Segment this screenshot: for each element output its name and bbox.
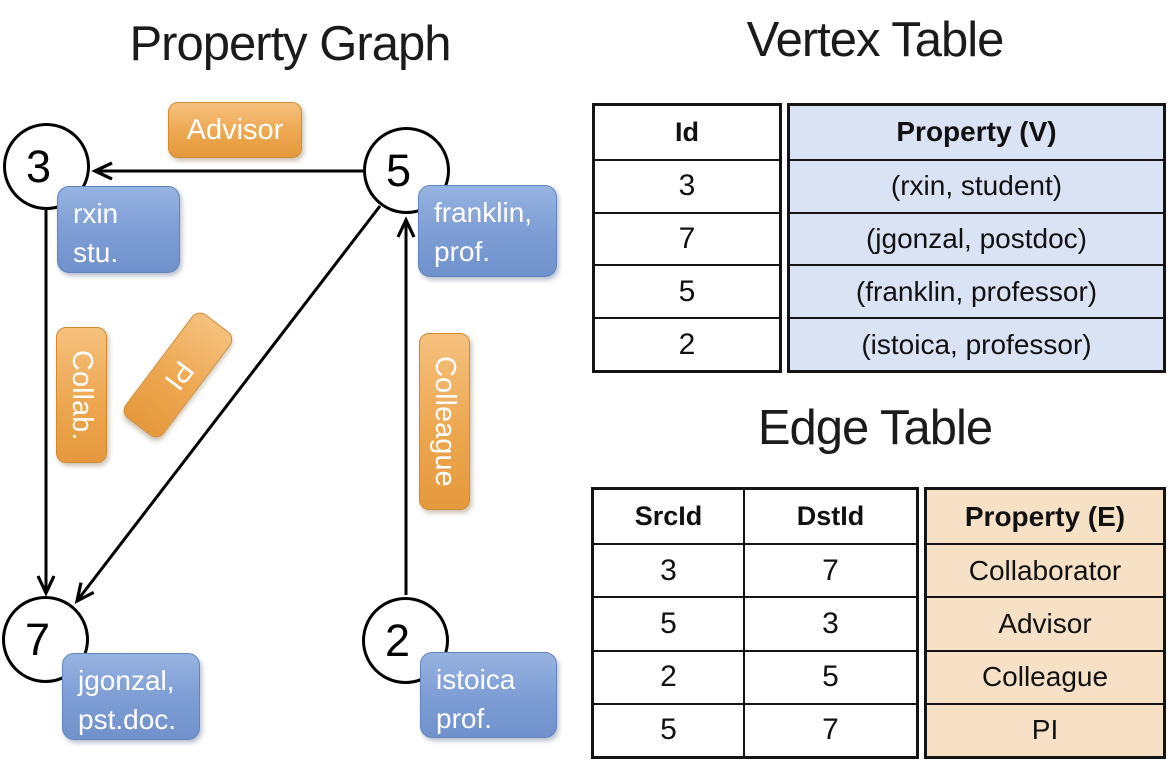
property-line: stu. (73, 236, 119, 268)
edge-table-title: Edge Table (757, 401, 993, 455)
edge-property-header: Property (E) (927, 490, 1163, 544)
edge-label-colleague: Colleague (419, 333, 470, 510)
edge-src-cell: 5 (594, 702, 743, 756)
property-line: franklin, (434, 197, 533, 228)
node-3-id: 3 (25, 140, 52, 192)
vertex-id-cell: 3 (595, 158, 779, 212)
edge-src-cell: 3 (594, 543, 743, 596)
edge-property-cell: PI (927, 702, 1163, 756)
edge-src-cell: 5 (594, 596, 743, 649)
edge-table-id-columns: SrcId DstId 3 7 5 3 2 5 5 7 (591, 487, 919, 759)
edge-label-advisor: Advisor (168, 102, 302, 158)
edge-src-header: SrcId (634, 501, 703, 532)
edge-pi-arrow (74, 205, 382, 604)
node-7-id: 7 (24, 613, 51, 665)
property-line: jgonzal, (78, 665, 175, 696)
property-line: prof. (434, 235, 491, 267)
node-7-property-box: jgonzal, pst.doc. (62, 653, 200, 740)
vertex-id-header: Id (675, 116, 699, 147)
vertex-property-cell: (jgonzal, postdoc) (790, 211, 1163, 265)
property-line: pst.doc. (78, 703, 177, 735)
node-3-property-box: rxin stu. (57, 186, 180, 273)
graph-edges (36, 161, 416, 604)
vertex-table-id-column: Id 3 7 5 2 (592, 103, 782, 373)
node-2: 2 (362, 597, 449, 684)
vertex-property-cell: (rxin, student) (790, 158, 1163, 212)
property-line: rxin (73, 198, 119, 229)
property-graph-title: Property Graph (129, 17, 452, 71)
edge-dst-cell: 5 (743, 649, 916, 703)
vertex-property-cell: (franklin, professor) (790, 264, 1163, 318)
edge-dst-cell: 7 (743, 543, 916, 597)
vertex-id-cell: 5 (595, 264, 779, 317)
property-line: prof. (436, 702, 493, 734)
edge-property-cell: Advisor (927, 596, 1163, 650)
edge-table-property-column: Property (E) Collaborator Advisor Collea… (924, 487, 1166, 759)
vertex-property-header: Property (V) (790, 106, 1163, 159)
property-line: istoica (436, 664, 516, 695)
edge-label-collab: Collab. (56, 327, 107, 463)
vertex-id-cell: 7 (595, 211, 779, 265)
vertex-id-cell: 2 (595, 317, 779, 370)
vertex-property-cell: (istoica, professor) (790, 317, 1163, 370)
node-5: 5 (363, 127, 450, 214)
vertex-table-property-column: Property (V) (rxin, student) (jgonzal, p… (787, 103, 1166, 373)
edge-src-cell: 2 (594, 649, 743, 703)
edge-dst-cell: 3 (743, 596, 916, 650)
node-2-id: 2 (384, 614, 411, 666)
edge-dst-header: DstId (743, 490, 916, 544)
node-5-id: 5 (385, 144, 412, 196)
node-5-property-box: franklin, prof. (418, 185, 557, 277)
vertex-table-title: Vertex Table (746, 13, 1005, 67)
node-2-property-box: istoica prof. (420, 652, 557, 738)
edge-property-cell: Collaborator (927, 543, 1163, 597)
edge-property-cell: Colleague (927, 649, 1163, 703)
edge-dst-cell: 7 (743, 702, 916, 756)
